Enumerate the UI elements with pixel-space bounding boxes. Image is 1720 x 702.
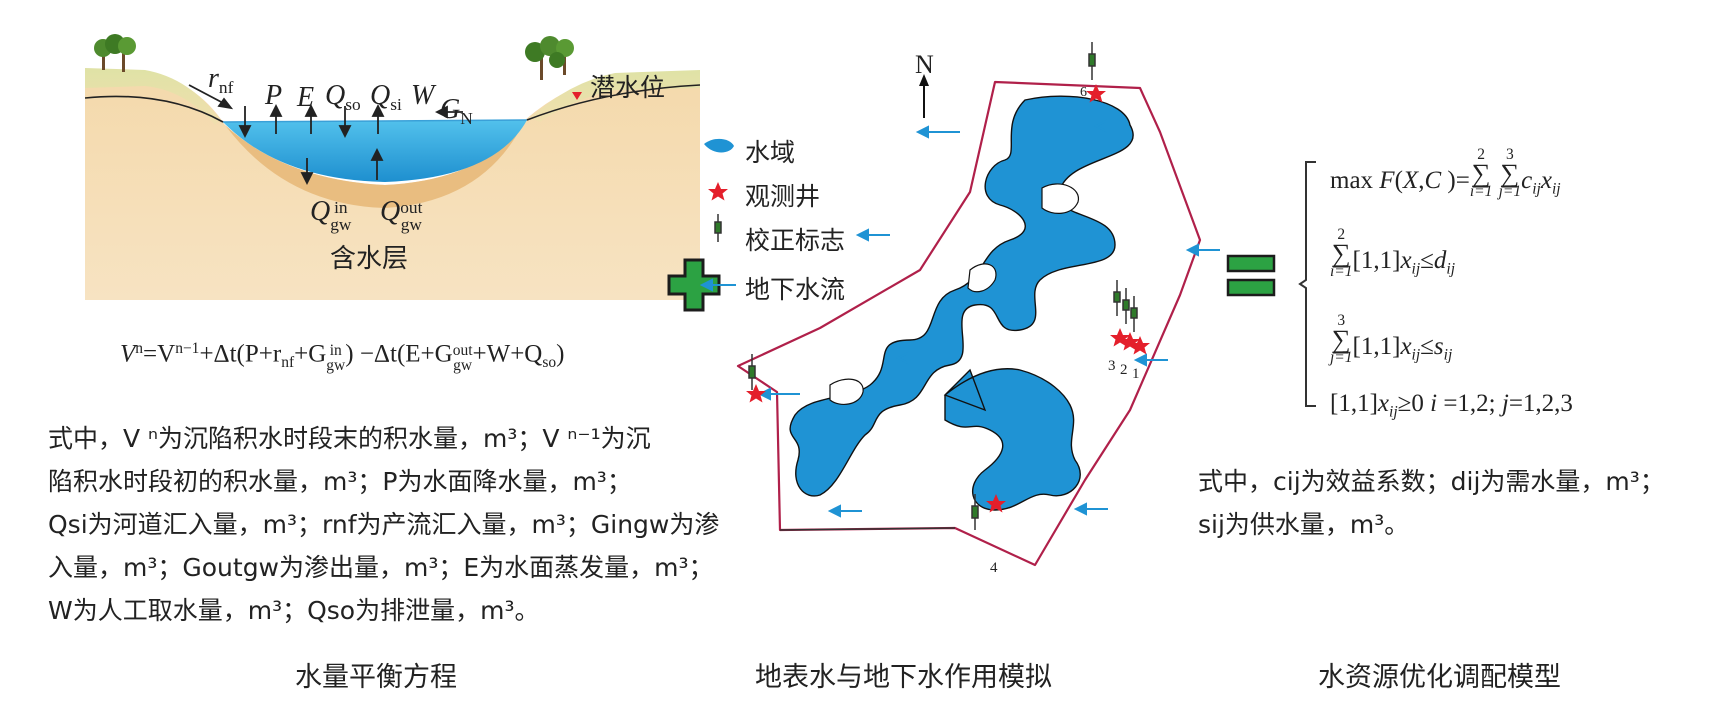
plus-icon [667, 258, 721, 312]
cross-section-diagram [85, 34, 700, 300]
caption-water-balance: 水量平衡方程 [295, 662, 457, 693]
pond-sediment [225, 120, 525, 208]
label-precipitation: P [265, 80, 283, 111]
constraint-nonnegative: [1,1]xij≥0 i =1,2; j=1,2,3 [1330, 390, 1573, 421]
right-description-line: 式中，cij为效益系数；dij为需水量，m³； [1198, 467, 1665, 496]
island [1041, 183, 1079, 214]
water-area-icon [704, 138, 734, 153]
observation-well-icon [708, 182, 728, 201]
label-gn: GN [440, 94, 473, 129]
right-description: 式中，cij为效益系数；dij为需水量，m³； sij为供水量，m³。 [1198, 460, 1708, 546]
legend-item-calibration: 校正标志 [745, 226, 846, 255]
observation-well-icon [746, 84, 1150, 513]
left-description-line: W为人工取水量，m³；Qso为排泄量，m³。 [48, 596, 540, 625]
island [829, 378, 864, 406]
left-description: 式中，V ⁿ为沉陷积水时段末的积水量，m³；V ⁿ⁻¹为沉 陷积水时段初的积水量… [48, 417, 738, 632]
study-area-boundary [736, 80, 1202, 567]
tree-right-icon [525, 36, 574, 80]
map-legend-icons [700, 138, 736, 292]
label-water-table: 潜水位 [590, 73, 666, 102]
caption-interaction-simulation: 地表水与地下水作用模拟 [755, 662, 1052, 693]
label-qso: Qso [325, 80, 361, 115]
model-brace [1298, 161, 1316, 407]
tree-left-icon [94, 34, 136, 72]
island [967, 263, 997, 293]
left-description-line: 陷积水时段初的积水量，m³；P为水面降水量，m³； [48, 467, 632, 496]
water-table-marker-icon [572, 92, 582, 100]
well-label: 4 [990, 560, 998, 576]
left-description-line: 入量，m³；Goutgw为渗出量，m³；E为水面蒸发量，m³； [48, 553, 714, 582]
left-bank-grass [85, 68, 220, 125]
label-qsi: Qsi [370, 80, 402, 115]
label-aquifer: 含水层 [330, 244, 409, 274]
label-w: W [411, 80, 435, 111]
well-label: 3 [1108, 358, 1116, 374]
groundwater-flow-arrow-icon [700, 278, 736, 292]
equals-icon [1226, 254, 1276, 297]
well-label: 2 [1120, 362, 1128, 378]
constraint-demand: 2∑i=1[1,1]xij≤dij [1330, 226, 1456, 281]
constraint-supply: 3∑j=1[1,1]xij≤sij [1330, 312, 1453, 367]
label-evaporation: E [297, 82, 315, 113]
study-area-map [736, 42, 1220, 567]
north-label: N [915, 50, 934, 79]
caption-optimization-model: 水资源优化调配模型 [1318, 662, 1561, 693]
right-bank-grass [530, 70, 700, 122]
label-rnf: rnf [208, 63, 234, 98]
pond-water [223, 120, 527, 182]
calibration-marker-icon [714, 214, 722, 242]
legend-item-flow: 地下水流 [745, 275, 846, 304]
water-table-line-right [526, 84, 700, 121]
well-label: 6 [1080, 85, 1087, 100]
legend-item-water: 水域 [745, 138, 796, 167]
legend-item-well: 观测井 [745, 182, 821, 211]
calibration-marker-icon [748, 42, 1138, 530]
well-label: 1 [1132, 366, 1140, 382]
objective-function: max F(X,C )=2∑i=1 3∑j=1cijxij [1330, 146, 1561, 201]
left-description-line: Qsi为河道汇入量，m³；rnf为产流汇入量，m³；Gingw为渗 [48, 510, 720, 539]
left-description-line: 式中，V ⁿ为沉陷积水时段末的积水量，m³；V ⁿ⁻¹为沉 [48, 424, 651, 453]
water-table-line-left [85, 95, 224, 123]
right-description-line: sij为供水量，m³。 [1198, 510, 1410, 539]
